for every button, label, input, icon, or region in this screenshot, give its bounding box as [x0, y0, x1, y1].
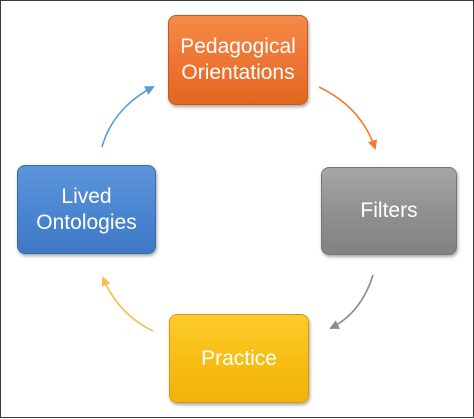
- arrow-practice-to-lived: [101, 276, 154, 332]
- node-filters: Filters: [321, 167, 457, 255]
- node-pedagogical-orientations: Pedagogical Orientations: [168, 15, 308, 105]
- node-practice-label: Practice: [201, 346, 277, 370]
- node-pedagogical-line2: Orientations: [181, 61, 295, 84]
- arrow-pedagogical-to-filters: [318, 86, 378, 150]
- node-lived-ontologies: Lived Ontologies: [17, 165, 156, 254]
- arrow-filters-to-practice: [329, 274, 374, 329]
- node-lived-line2: Ontologies: [36, 210, 137, 234]
- node-pedagogical-line1: Pedagogical: [180, 35, 296, 59]
- node-lived-line1: Lived: [61, 184, 112, 208]
- node-filters-label: Filters: [360, 199, 418, 223]
- node-practice: Practice: [169, 314, 309, 403]
- arrow-lived-to-pedagogical: [101, 86, 155, 148]
